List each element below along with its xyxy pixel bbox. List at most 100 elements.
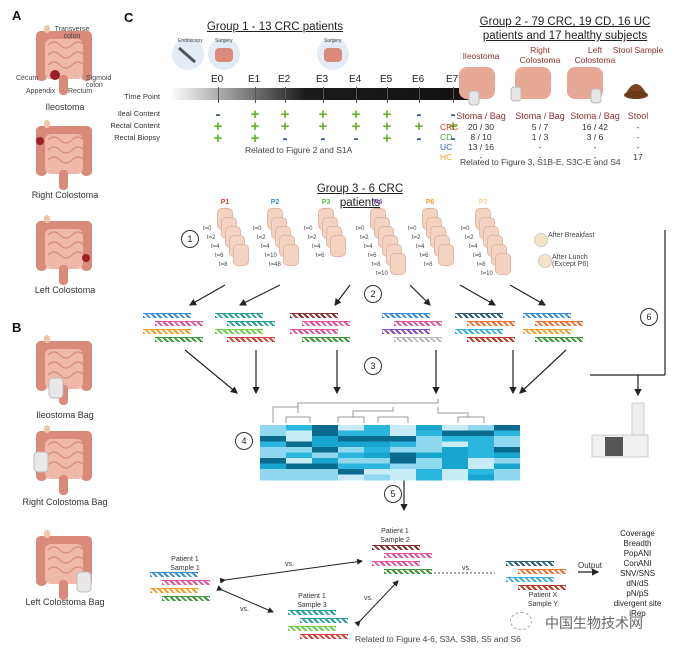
heatmap-cell [312,430,338,437]
output-metric: ConANI [623,559,652,568]
group2-cell: - [479,152,483,162]
output-metric: Coverage [620,529,655,538]
step-6-marker: 6 [640,308,658,326]
heatmap-cell [494,447,520,453]
time-label: t=8 [372,262,381,268]
output-metric: pN/pS [626,589,649,598]
time-label: t=2 [412,235,421,241]
heatmap-cell [442,430,468,437]
dna-strand [155,337,203,342]
dna-strand [227,337,275,342]
row-label-rectal-content: Rectal Content [110,121,160,130]
timepoint-tick [255,87,256,103]
dna-strand [155,321,203,326]
dna-strand [535,337,583,342]
group2-title-line1: Group 2 - 79 CRC, 19 CD, 16 UC [479,16,651,28]
heatmap-cell [260,436,286,442]
heatmap-cell [468,425,494,431]
heatmap-cell [416,458,442,464]
heatmap-cell [494,430,520,437]
group2-cell: - [538,142,542,152]
group1-timeline [170,38,472,100]
procedure-surgery-1: Surgery [215,38,233,44]
cell-plus-icon: + [280,106,290,123]
row-label-rectal-biopsy: Rectal Biopsy [114,133,160,142]
heatmap-cell [312,441,338,448]
heatmap-cell [390,430,416,437]
dna-strand [467,321,515,326]
label-left-colostoma: Left Colostoma [34,285,96,295]
time-label: t=0 [253,226,262,232]
group2-cell: 20 / 30 [468,122,494,132]
heatmap-cell [442,458,468,464]
cell-minus-icon: - [450,106,456,123]
heatmap-cell [442,474,468,481]
cell-minus-icon: - [416,106,422,123]
output-metric: PopANI [623,549,652,558]
right-colostoma-illustration [510,67,551,102]
colon-left-colostoma-bag-illustration [35,529,93,601]
heatmap-cell [286,452,312,459]
heatmap-cell [260,447,286,453]
heatmap-cell [338,430,364,437]
timepoint-tick [387,87,388,103]
patient-label-p1: P1 [220,199,230,206]
meal-after-lunch: After Lunch (Except P6) [552,254,589,268]
group3-title: Group 3 - 6 CRC patients [316,183,404,209]
heatmap-cell [260,474,286,481]
label-sigmoid-colon: Sigmoid colon [86,75,112,89]
stoma-bag-icon [390,253,406,275]
vs-label-3: vs. [364,595,373,602]
heatmap-cell [468,430,494,437]
timeline-label: Time Point [124,92,160,101]
heatmap-cell [286,474,312,481]
heatmap-cell [260,452,286,459]
panel-letter-c: C [124,10,134,25]
dna-strand [215,329,263,334]
timepoint-e2: E2 [278,74,291,85]
group2-title-line2: patients and 17 healthy subjects [482,30,648,42]
stool-icon [624,84,648,99]
heatmap-cell [364,469,390,475]
label-cecum: Cecum [16,75,39,82]
heatmap-cell [364,452,390,459]
time-label: t=0 [203,226,212,232]
dna-strand [162,580,210,585]
heatmap-cell [260,469,286,475]
cell-minus-icon: - [320,130,326,147]
output-metric: divergent site [613,599,662,608]
heatmap-cell [468,463,494,470]
group2-cell: 17 [633,152,643,162]
dna-strand [455,313,503,318]
dna-strand [518,585,566,590]
timepoint-e4: E4 [349,74,362,85]
time-label: t=10 [265,253,277,259]
heatmap-cell [468,452,494,459]
timepoint-e1: E1 [248,74,261,85]
time-label: t=0 [304,226,313,232]
step-1-marker: 1 [181,230,199,248]
heatmap-cell [442,469,468,475]
heatmap-cell [390,452,416,459]
group3-related: Related to Figure 4-6, S3A, S3B, S5 and … [355,634,521,644]
heatmap-cell [390,447,416,453]
dna-strand [394,321,442,326]
dna-strand [384,553,432,558]
timeline-bar [170,88,472,100]
heatmap-cell [364,425,390,431]
stoma-bag-icon [438,244,454,266]
heatmap-cell [260,458,286,464]
patient-label-p3: P3 [321,199,331,206]
vs-label-4: vs. [462,565,471,572]
time-label: t=6 [473,253,482,259]
heatmap-cell [390,458,416,464]
group2-cell: - [636,132,640,142]
heatmap-cell [364,474,390,481]
patient-label-p6: P6 [425,199,435,206]
cell-plus-icon: + [382,106,392,123]
cell-minus-icon: - [416,130,422,147]
patient-label-p4: P4 [373,199,383,206]
heatmap-cell [390,474,416,481]
time-label: t=4 [416,244,425,250]
